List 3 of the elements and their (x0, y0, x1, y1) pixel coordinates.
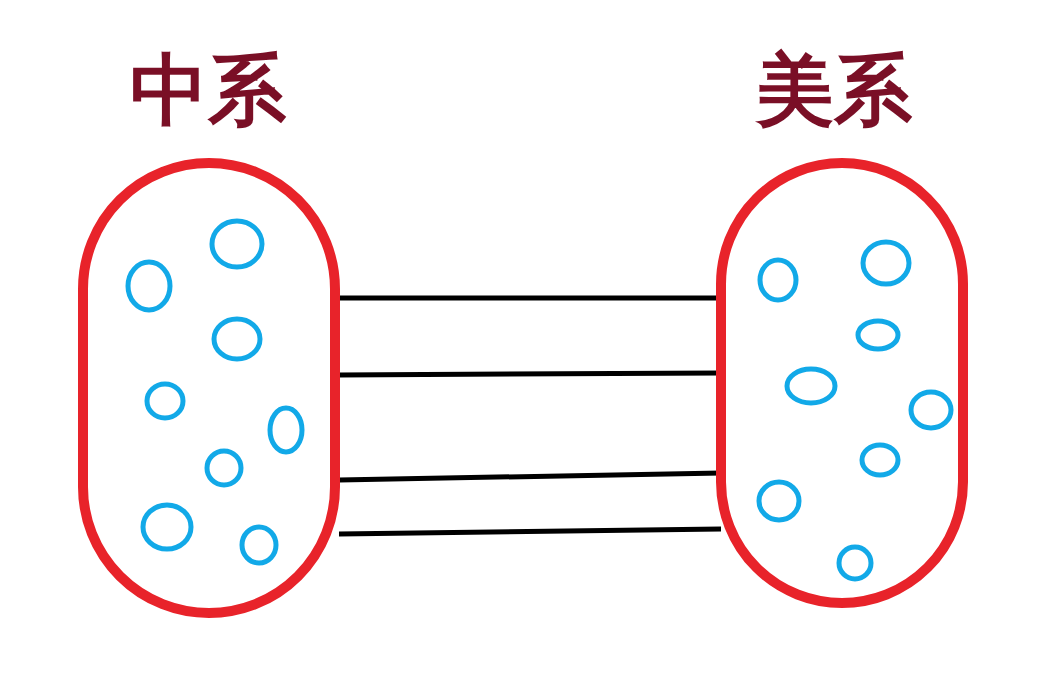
group-heading: 美系 (756, 48, 912, 132)
connector-line (338, 526, 722, 537)
group-heading: 中系 (130, 48, 286, 132)
